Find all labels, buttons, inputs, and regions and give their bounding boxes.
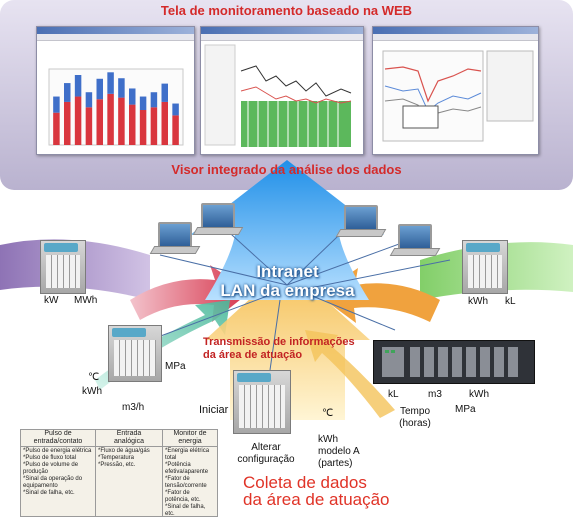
bar-3-series-2 <box>74 75 82 97</box>
green-bars <box>241 101 351 147</box>
plc-unit-kwh: kWh <box>469 389 489 400</box>
time-label: Tempo (horas) <box>395 406 435 430</box>
intranet-line-2: LAN da empresa <box>220 281 355 300</box>
bar-3-series-1 <box>74 96 82 145</box>
legend-col-2: *Fluxo de água/gás*Temperatura*Pressão, … <box>95 446 163 516</box>
side-panel <box>204 44 236 146</box>
arrow-lower-right-orange <box>305 330 395 418</box>
bar-8-series-2 <box>129 88 136 105</box>
center-unit-kwh: kWh <box>318 434 338 445</box>
transmission-label: Transmissão de informações da área de at… <box>203 336 373 362</box>
monitor-screen-trend <box>200 26 364 155</box>
bar-9-series-2 <box>139 96 147 110</box>
transmission-line-1: Transmissão de informações <box>203 336 355 348</box>
bar-7-series-1 <box>118 97 125 145</box>
model-label: kWh modelo A (partes) <box>318 434 378 470</box>
bar-6-series-2 <box>107 72 114 94</box>
mid-left-unit-mpa: MPa <box>165 361 186 372</box>
bar-chart <box>48 68 184 146</box>
panel-title: Tela de monitoramento baseado na WEB <box>160 3 413 18</box>
bar-2-series-2 <box>64 83 71 102</box>
bar-5-series-1 <box>96 99 103 145</box>
bar-9-series-1 <box>139 110 147 145</box>
collection-line-2: da área de atuação <box>243 490 390 509</box>
plc-unit-m3: m3 <box>428 389 442 400</box>
monitor-screen-bar <box>36 26 195 155</box>
trend-line <box>240 65 352 97</box>
plc-rack <box>373 340 535 384</box>
mid-left-unit-kwh: kWh <box>82 386 102 397</box>
change-config-line-1: Alterar <box>251 442 281 453</box>
bar-5-series-2 <box>96 78 103 100</box>
bar-12-series-2 <box>172 103 179 116</box>
collection-line-1: Coleta de dados <box>243 473 367 492</box>
mid-left-server <box>108 325 162 382</box>
bar-11-series-2 <box>161 83 168 102</box>
start-label: Iniciar <box>199 404 229 416</box>
window-titlebar <box>373 27 538 34</box>
intranet-label: Intranet LAN da empresa <box>200 262 375 300</box>
panel-subtitle: Visor integrado da análise dos dados <box>171 162 402 177</box>
trend-chart <box>204 44 352 147</box>
bar-4-series-1 <box>85 107 93 145</box>
time-line-2: (horas) <box>399 418 431 429</box>
mid-left-unit-m3h: m3/h <box>122 402 145 413</box>
right-server <box>462 240 508 294</box>
laptop-2 <box>192 203 244 235</box>
right-unit-kl: kL <box>505 296 516 307</box>
left-server <box>40 240 86 294</box>
mid-left-unit-c: ℃ <box>88 372 100 383</box>
left-unit-kw: kW <box>44 295 59 306</box>
window-toolbar <box>373 34 538 41</box>
bar-1-series-1 <box>53 112 60 145</box>
legend-col-1: *Pulso de energia elétrica*Pulso de flux… <box>21 446 96 516</box>
intranet-line-1: Intranet <box>256 262 319 281</box>
line-chart <box>382 50 534 142</box>
bar-1-series-2 <box>53 96 60 113</box>
left-unit-mwh: MWh <box>74 295 98 306</box>
trend-line-2 <box>240 86 352 104</box>
legend-box <box>486 50 534 122</box>
window-titlebar <box>201 27 363 34</box>
window-titlebar <box>37 27 194 34</box>
bar-10-series-1 <box>150 107 158 145</box>
model-line-2: (partes) <box>318 458 353 469</box>
plc-unit-mpa: MPa <box>455 404 476 415</box>
laptop-4 <box>389 224 441 256</box>
window-toolbar <box>201 34 363 41</box>
time-line-1: Tempo <box>399 406 430 417</box>
center-server <box>233 370 291 434</box>
plot-area <box>48 68 184 146</box>
window-toolbar <box>37 34 194 41</box>
bar-4-series-2 <box>85 92 93 108</box>
bar-2-series-1 <box>64 101 71 145</box>
change-config-line-2: configuração <box>237 454 295 465</box>
legend-col-3: *Energia elétrica total*Potência efetiva… <box>165 448 210 517</box>
bar-10-series-2 <box>150 92 158 108</box>
bar-11-series-1 <box>161 101 168 145</box>
laptop-3 <box>335 205 387 237</box>
model-line-1: modelo A <box>318 446 360 457</box>
plc-unit-kl: kL <box>388 389 399 400</box>
bar-12-series-1 <box>172 115 179 145</box>
change-config-label: Alterar configuração <box>231 442 301 466</box>
arrow-up-blue <box>190 160 384 300</box>
bar-7-series-2 <box>118 78 125 98</box>
transmission-line-2: da área de atuação <box>203 349 303 361</box>
bar-6-series-1 <box>107 93 114 145</box>
center-unit-c: ℃ <box>322 408 334 419</box>
laptop-1 <box>149 222 201 254</box>
monitor-screen-line <box>372 26 539 155</box>
right-unit-kwh: kWh <box>468 296 488 307</box>
collection-label: Coleta de dados da área de atuação <box>243 474 390 508</box>
bar-8-series-1 <box>129 104 136 145</box>
